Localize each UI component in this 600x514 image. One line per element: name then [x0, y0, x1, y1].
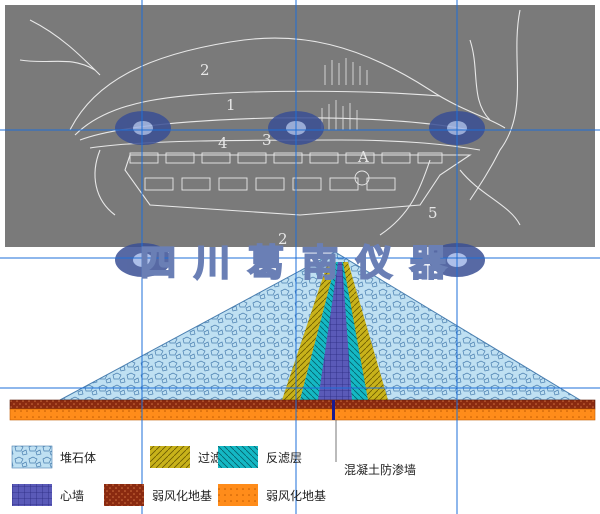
section-view: 混凝土防渗墙: [9, 251, 596, 477]
legend-label: 弱风化地基: [152, 489, 212, 503]
legend-item-rockfill: 堆石体: [11, 445, 96, 469]
watermark-badge: [115, 243, 171, 277]
plan-label-2b: 2: [278, 230, 288, 248]
plan-label-a: A: [357, 148, 369, 166]
plan-label-2: 2: [200, 61, 210, 79]
legend-swatch: [11, 445, 53, 469]
filter-layer-right: [340, 262, 388, 400]
gallery-blocks: [129, 152, 443, 191]
core-wall: [318, 262, 352, 400]
legend-swatch: [218, 484, 258, 506]
plan-label-4: 4: [218, 134, 228, 152]
watermark-badges: [115, 111, 485, 277]
cutoff-wall: [332, 400, 335, 420]
instrument-ticks: [321, 58, 368, 130]
reverse-filter-left: [300, 262, 340, 400]
reverse-filter-right: [340, 262, 368, 400]
legend-swatch: [218, 446, 258, 468]
legend-swatch: [150, 446, 190, 468]
legend-item-weathered-orange: 弱风化地基: [218, 484, 326, 506]
watermark-text: 四川葛南仪器: [140, 243, 464, 284]
legend-swatch: [104, 484, 144, 506]
legend-label: 堆石体: [60, 451, 96, 465]
legend-item-weathered-dark: 弱风化地基: [104, 484, 212, 506]
foundation-orange: [9, 408, 596, 421]
legend-item-reverse-filter: 反滤层: [218, 446, 302, 468]
plan-label-1: 1: [226, 96, 236, 114]
legend-swatch: [12, 484, 52, 506]
legend-label: 心墙: [60, 489, 84, 503]
foundation-dark: [9, 399, 596, 410]
cutoff-wall-label: 混凝土防渗墙: [344, 462, 416, 477]
legend-label: 反滤层: [266, 451, 302, 465]
plan-labels: 1 2 3 4 5 A 2: [200, 61, 438, 248]
legend: 堆石体 过滤层 反滤层 心墙 弱风化地基 弱风化地基: [11, 445, 326, 506]
watermark-badge: [115, 111, 171, 145]
legend-label: 弱风化地基: [266, 489, 326, 503]
plan-label-5: 5: [428, 204, 438, 222]
plan-label-3: 3: [262, 131, 272, 149]
legend-item-core-wall: 心墙: [12, 484, 84, 506]
